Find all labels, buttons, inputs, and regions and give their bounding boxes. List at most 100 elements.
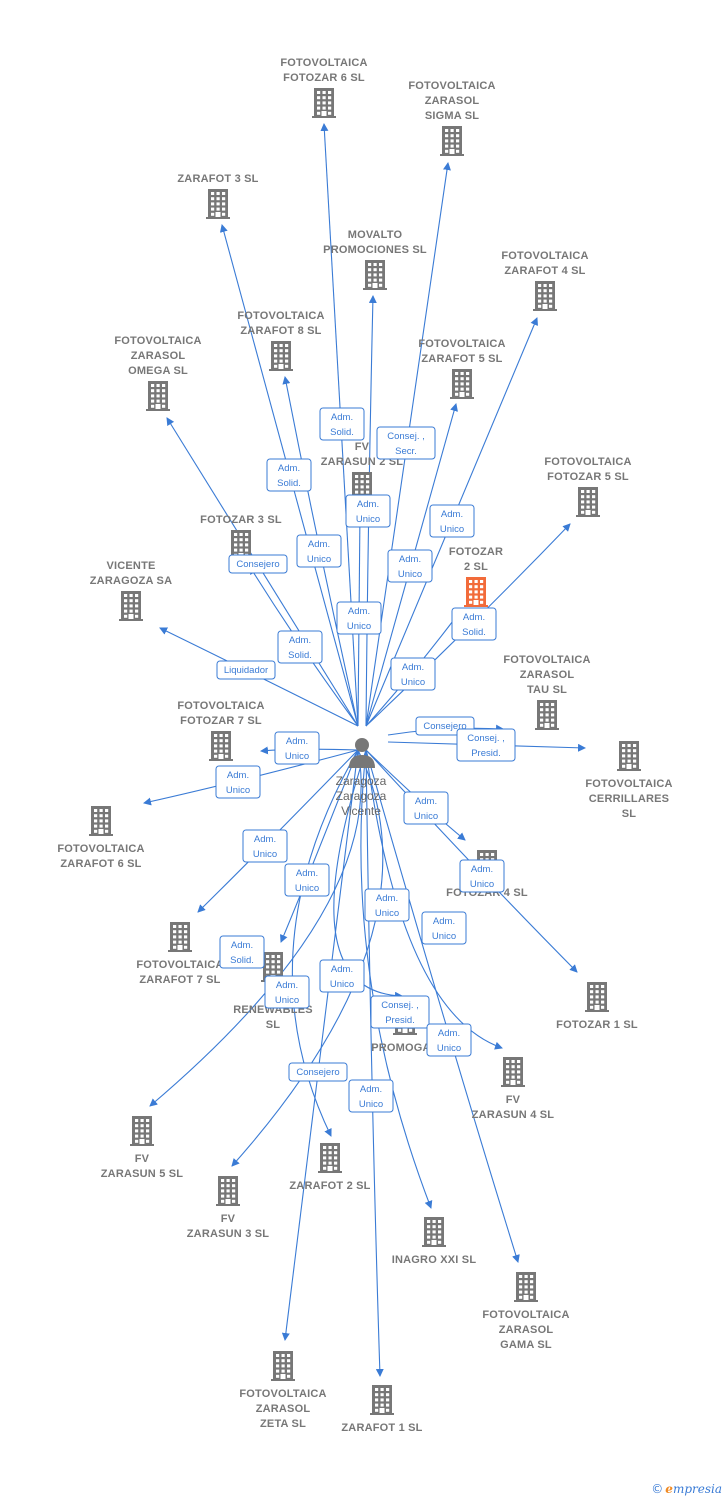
- edge-label-zarafot6[interactable]: Adm.Unico: [215, 765, 261, 799]
- edge-label-box: [390, 657, 436, 691]
- edge-label-text: Consejero: [236, 559, 279, 570]
- edge-label-renewables[interactable]: Adm.Unico: [284, 863, 330, 897]
- company-label: FOTOVOLTAICA: [585, 778, 672, 790]
- company-node-inagro[interactable]: INAGRO XXI SL: [392, 1217, 477, 1266]
- edge-label-box: [266, 458, 312, 492]
- company-label: FV: [355, 441, 370, 453]
- edge-label-zarasol_sigma[interactable]: Consej. ,Secr.: [376, 426, 436, 460]
- edge-label-text: Unico: [470, 879, 494, 890]
- edge-label-box: [426, 1023, 472, 1057]
- edge-label-zarasol_gama[interactable]: Adm.Unico: [426, 1023, 472, 1057]
- company-label: FOTOZAR 5 SL: [547, 471, 629, 483]
- edge-label-vicente_zaragoza[interactable]: Liquidador: [216, 660, 276, 680]
- edge-label-fv_zarasun[interactable]: Adm.Unico: [336, 601, 382, 635]
- edge-label-zarasol_omega[interactable]: Consejero: [228, 554, 288, 574]
- building-icon: [617, 741, 641, 771]
- edge-label-fotozar3[interactable]: Adm.Solid.: [277, 630, 323, 664]
- edge-label-inagro[interactable]: Adm.Unico: [319, 959, 365, 993]
- edge-label-fotozar2[interactable]: Adm. Unico: [390, 657, 436, 691]
- edge-label-box: [264, 975, 310, 1009]
- edge-label-zarafot2[interactable]: Adm.Solid.: [219, 935, 265, 969]
- edge-label-text: Adm.: [399, 554, 421, 565]
- company-label: ZARAFOT 4 SL: [504, 265, 585, 277]
- edge-label-text: Adm.: [463, 612, 485, 623]
- company-label: FOTOVOLTAICA: [501, 250, 588, 262]
- edge-label-text: Adm.: [360, 1084, 382, 1095]
- building-icon: [440, 126, 464, 156]
- edge-label-movalto[interactable]: Adm.Unico: [345, 494, 391, 528]
- edge-label-cerrillares[interactable]: Consej. ,Presid.: [456, 728, 516, 762]
- center-node[interactable]: Zaragoza Zaragoza Vicente: [336, 738, 387, 818]
- edge-label-zarafot5[interactable]: Adm.Unico: [387, 549, 433, 583]
- edge-label-text: Adm.: [441, 509, 463, 520]
- edge-label-box: [296, 534, 342, 568]
- edge-fv_zarasun5: [149, 749, 362, 1107]
- edge-label-fv_zarasun3[interactable]: Adm.Unico: [421, 911, 467, 945]
- building-icon: [535, 700, 559, 730]
- company-label: FOTOVOLTAICA: [114, 335, 201, 347]
- edge-label-text: Unico: [401, 677, 425, 688]
- edge-label-zarafot1[interactable]: Adm.Unico: [348, 1079, 394, 1113]
- company-node-zarafot1[interactable]: ZARAFOT 1 SL: [341, 1385, 422, 1434]
- edge-label-fv_zarasun5[interactable]: Adm.Unico: [364, 888, 410, 922]
- edge-label-box: [288, 1062, 348, 1082]
- edge-label-fotozar1[interactable]: Adm.Unico: [459, 859, 505, 893]
- edge-zarafot1: [365, 749, 384, 1377]
- edge-labels-layer: Adm.Solid.Consej. ,Secr.Adm.Solid.Adm.Un…: [215, 407, 516, 1113]
- edge-label-text: Adm.: [402, 662, 424, 673]
- company-node-zarafot2[interactable]: ZARAFOT 2 SL: [289, 1143, 370, 1192]
- edge-label-promogar[interactable]: Adm.Unico: [264, 975, 310, 1009]
- company-node-zarafot4[interactable]: FOTOVOLTAICA ZARAFOT 4 SL: [501, 250, 588, 311]
- company-label: ZARASUN 3 SL: [187, 1228, 270, 1240]
- edge-label-text: Unico: [347, 621, 371, 632]
- edge-label-zarafot7[interactable]: Adm.Unico: [242, 829, 288, 863]
- company-node-fotozar1[interactable]: FOTOZAR 1 SL: [556, 982, 638, 1031]
- edge-label-box: [284, 863, 330, 897]
- building-icon: [370, 1385, 394, 1415]
- company-label: FOTOZAR 7 SL: [180, 715, 262, 727]
- edge-label-zarafot8[interactable]: Adm.Unico: [296, 534, 342, 568]
- edge-label-fotozar4[interactable]: Adm.Unico: [403, 791, 449, 825]
- edge-label-text: Unico: [437, 1043, 461, 1054]
- edge-label-text: Adm.: [331, 964, 353, 975]
- company-node-fotozar3[interactable]: FOTOZAR 3 SL: [200, 514, 282, 560]
- edge-label-zarafot3[interactable]: Adm.Solid.: [266, 458, 312, 492]
- edge-label-fotozar5[interactable]: Adm.Solid.: [451, 607, 497, 641]
- building-icon: [130, 1116, 154, 1146]
- building-icon: [514, 1272, 538, 1302]
- edge-label-zarasol_zeta[interactable]: Consejero: [288, 1062, 348, 1082]
- company-label: SL: [622, 808, 637, 820]
- edge-renewables: [280, 749, 359, 943]
- company-label: ZARAGOZA SA: [90, 575, 172, 587]
- company-label: 2 SL: [464, 561, 488, 573]
- edge-label-text: Adm.: [433, 916, 455, 927]
- edge-label-zarafot4[interactable]: Adm.Unico: [429, 504, 475, 538]
- edge-label-text: Unico: [295, 883, 319, 894]
- empresia-footer[interactable]: ©empresia: [651, 1482, 722, 1496]
- company-node-zarafot3[interactable]: ZARAFOT 3 SL: [177, 173, 258, 219]
- edge-label-fotozar6[interactable]: Adm.Solid.: [319, 407, 365, 441]
- edge-label-fv_zarasun4[interactable]: Consej. ,Presid.: [370, 995, 430, 1029]
- edge-label-fotozar7[interactable]: Adm.Unico: [274, 731, 320, 765]
- edge-label-text: Adm.: [227, 770, 249, 781]
- edge-label-text: Unico: [414, 811, 438, 822]
